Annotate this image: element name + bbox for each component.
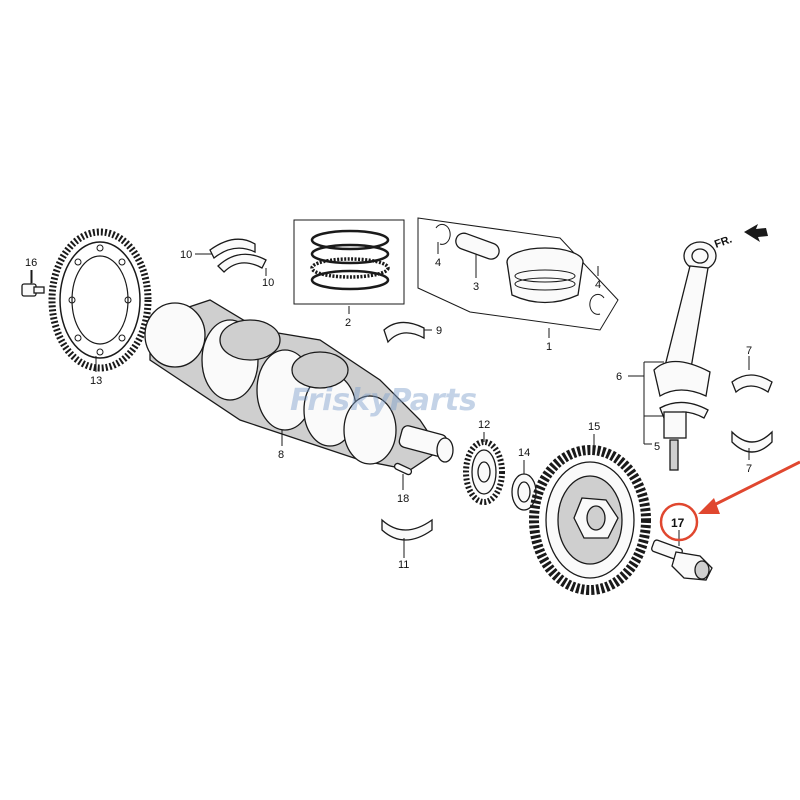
callout-4a: 4: [435, 257, 441, 269]
woodruff-key-18: [393, 462, 413, 476]
callout-13: 13: [90, 375, 102, 387]
flywheel-bolt-16: [21, 270, 45, 297]
pulley-bolt-17: [651, 539, 713, 581]
callout-6: 6: [616, 371, 622, 383]
rod-bearing-7: [731, 374, 773, 453]
crank-pulley-15: [529, 445, 651, 595]
callout-8: 8: [278, 449, 284, 461]
crankshaft-8: [144, 299, 454, 471]
watermark-logo: FriskyParts: [290, 383, 477, 418]
callout-5: 5: [654, 441, 660, 453]
callout-18: 18: [397, 493, 409, 505]
piston-assembly-1: [417, 217, 619, 331]
callout-16: 16: [25, 257, 37, 269]
reluctor-ring-13: [48, 228, 152, 372]
piston-ring-set-2: [293, 219, 405, 305]
callout-14: 14: [518, 447, 530, 459]
leader-lines: [30, 242, 750, 558]
washer-14: [511, 473, 537, 511]
front-direction-label: FR.: [713, 233, 734, 250]
part-17-highlight: 17: [659, 460, 800, 542]
callout-3: 3: [473, 281, 479, 293]
callout-7b: 7: [746, 463, 752, 475]
bearing-9: [383, 321, 425, 344]
callout-10b: 10: [262, 277, 274, 289]
callout-7a: 7: [746, 345, 752, 357]
callout-17: 17: [671, 516, 685, 530]
callout-9: 9: [436, 325, 442, 337]
callout-4b: 4: [595, 279, 601, 291]
front-direction-indicator: FR.: [713, 224, 768, 251]
connecting-rod-6: [653, 241, 717, 471]
callout-15: 15: [588, 421, 600, 433]
callout-1: 1: [546, 341, 552, 353]
callout-11: 11: [398, 559, 409, 571]
callout-labels: 1 2 3 4 4 5 6 7 7 8 9 10 10 11 12 13 14 …: [25, 249, 752, 571]
thrust-bearing-11: [381, 518, 433, 541]
callout-12: 12: [478, 419, 490, 431]
callout-10a: 10: [180, 249, 192, 261]
callout-2: 2: [345, 317, 351, 329]
bearing-10: [209, 238, 267, 273]
crank-sprocket-12: [463, 439, 505, 505]
